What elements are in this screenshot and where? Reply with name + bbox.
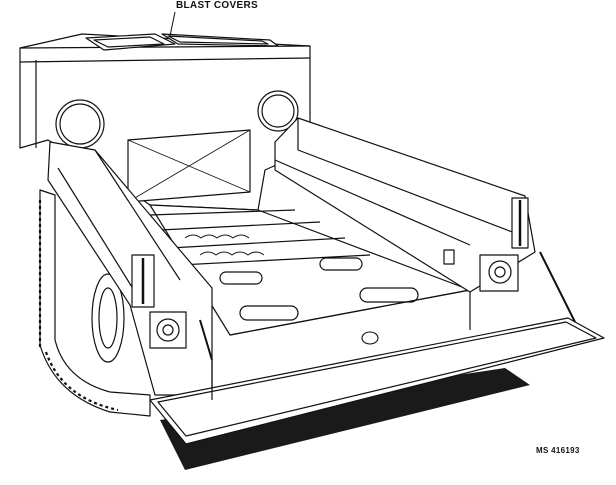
tailgate	[149, 251, 605, 445]
ground-shadow	[160, 368, 530, 470]
right-side-wall	[274, 117, 536, 293]
left-side-wall	[47, 141, 213, 396]
left-track	[38, 189, 151, 417]
center-hatch	[127, 129, 251, 203]
blast-covers-label: BLAST COVERS	[176, 0, 258, 11]
blast-covers	[85, 11, 279, 51]
figure-code: MS 416193	[536, 446, 580, 455]
